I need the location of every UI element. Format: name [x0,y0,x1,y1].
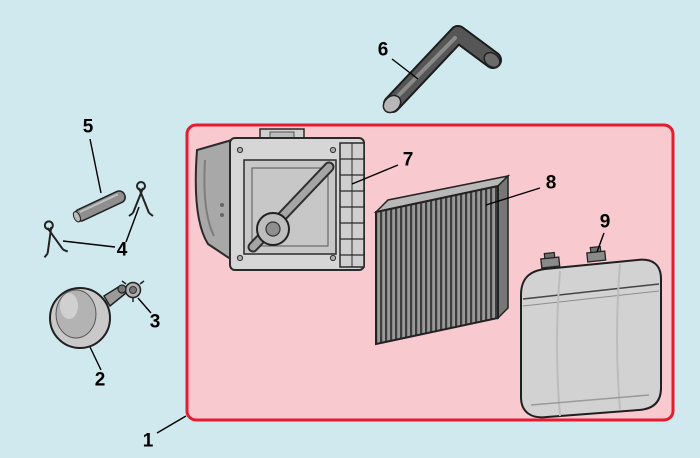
leader-line-4a [125,206,140,243]
leader-line-6 [391,58,419,80]
part-label-3: 3 [149,311,161,333]
leader-line-5 [89,138,102,194]
part-label-6: 6 [377,39,389,61]
leader-line-4b [62,240,116,248]
leader-line-3 [137,297,152,314]
primer-bulb [49,284,128,349]
small-clamp [121,280,145,302]
fuel-line-tube [72,190,126,223]
filter-housing [194,128,365,271]
leader-line-7 [351,164,399,185]
filter-cover [520,245,662,419]
leader-line-1 [156,415,187,434]
leader-line-2 [89,346,102,371]
leader-line-9 [596,232,605,253]
part-label-9: 9 [599,211,611,233]
part-label-8: 8 [545,172,557,194]
leader-lines [62,58,605,434]
part-label-2: 2 [94,369,106,391]
filter-element [373,174,511,346]
elbow-tube [382,25,502,114]
part-label-1: 1 [142,430,154,452]
part-label-7: 7 [402,149,414,171]
leader-line-8 [485,187,541,206]
part-label-5: 5 [82,116,94,138]
spring-clamp-right [128,181,154,217]
part-label-4: 4 [116,239,128,261]
spring-clamp-left [43,220,69,259]
